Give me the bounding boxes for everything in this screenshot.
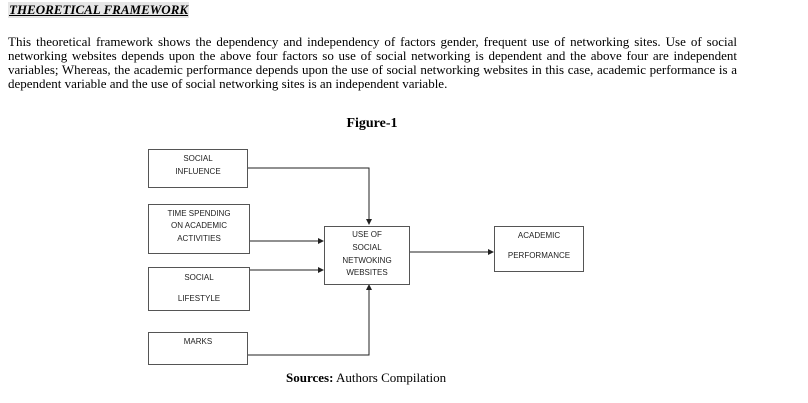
figure-caption: Figure-1	[346, 116, 398, 131]
box-line: TIME SPENDING	[167, 209, 231, 218]
body-paragraph: This theoretical framework shows the dep…	[8, 34, 737, 91]
box-time-spending: TIME SPENDING ON ACADEMIC ACTIVITIES	[148, 204, 250, 254]
box-line: SOCIAL	[352, 243, 382, 252]
box-line: PERFORMANCE	[507, 251, 571, 260]
box-line: LIFESTYLE	[177, 294, 221, 303]
box-line: USE OF	[352, 230, 382, 239]
box-academic-performance: ACADEMIC PERFORMANCE	[494, 226, 584, 272]
connector-social-influence	[248, 167, 372, 225]
box-social-influence: SOCIAL INFLUENCE	[148, 149, 248, 188]
sources-label: Sources:	[286, 370, 334, 385]
box-line: ON ACADEMIC	[170, 221, 227, 230]
sources-text: Authors Compilation	[333, 370, 447, 385]
box-line: NETWOKING	[342, 256, 392, 265]
box-line: MARKS	[183, 337, 213, 346]
connector-marks	[248, 284, 372, 356]
section-heading: THEORETICAL FRAMEWORK	[8, 2, 190, 18]
box-marks: MARKS	[148, 332, 248, 365]
box-social-lifestyle: SOCIAL LIFESTYLE	[148, 267, 250, 311]
sources-note: Sources: Authors Compilation	[286, 370, 446, 386]
box-line: SOCIAL	[183, 154, 213, 163]
box-line: ACADEMIC	[517, 231, 561, 240]
box-line: ACTIVITIES	[177, 234, 221, 243]
box-use-of-social-networking: USE OF SOCIAL NETWOKING WEBSITES	[324, 226, 410, 285]
box-line: SOCIAL	[184, 273, 214, 282]
box-line: WEBSITES	[346, 268, 388, 277]
box-line: INFLUENCE	[175, 167, 221, 176]
